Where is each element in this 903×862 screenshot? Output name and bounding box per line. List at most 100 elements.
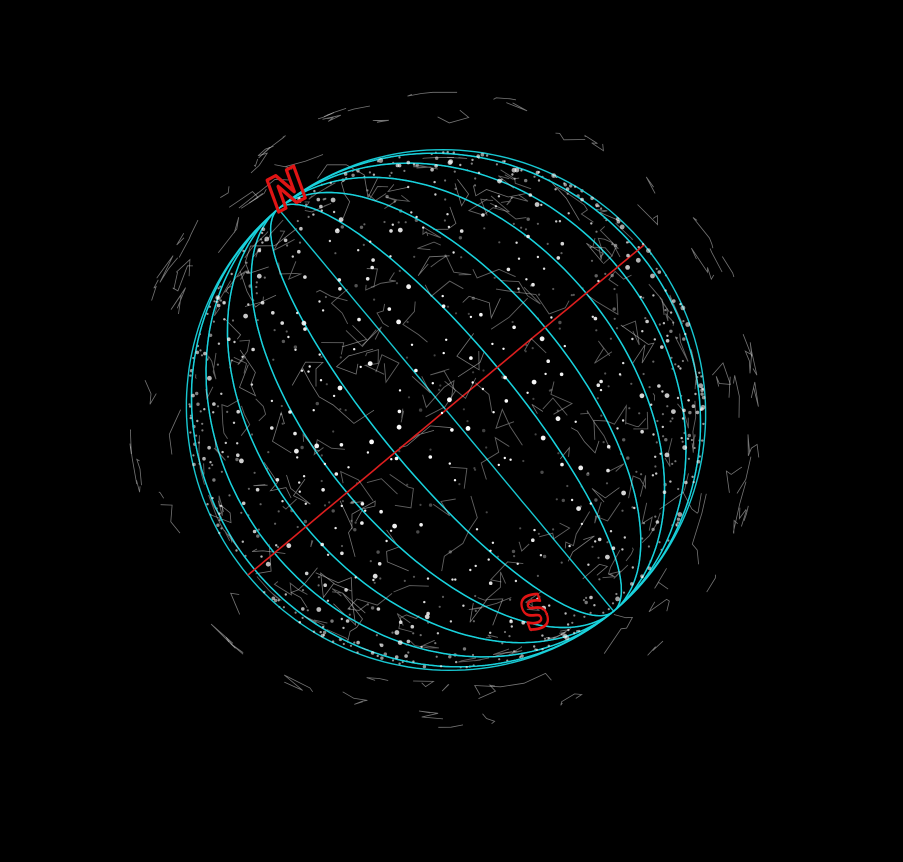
star-dot [471, 653, 475, 657]
constellation-line [438, 724, 464, 728]
constellation-line [224, 264, 246, 293]
star-dot [640, 429, 644, 434]
star-dot [323, 583, 328, 587]
constellation-lines-near [195, 156, 698, 663]
star-dot [487, 558, 490, 561]
star-dot [510, 196, 513, 199]
star-dot [594, 540, 597, 543]
star-dot [301, 616, 304, 620]
star-dot [680, 436, 683, 440]
star-dot [211, 496, 214, 500]
star-dot [331, 509, 335, 513]
star-dot [280, 321, 285, 325]
star-dot [192, 454, 195, 457]
star-dot [275, 544, 278, 547]
constellation-line [263, 462, 292, 499]
star-dot [270, 426, 274, 430]
constellation-line [144, 379, 157, 405]
constellation-line [692, 217, 714, 249]
star-dot [574, 420, 577, 423]
constellation-line [456, 333, 480, 371]
star-dot [353, 528, 357, 532]
star-dot [357, 317, 361, 322]
star-dot [671, 409, 676, 414]
constellation-line [283, 674, 314, 693]
star-dot [302, 475, 306, 478]
star-dot [567, 628, 570, 632]
star-dot [651, 527, 655, 532]
star-dot [504, 399, 509, 403]
star-dot [492, 411, 495, 414]
constellation-line [500, 169, 532, 190]
star-dot [459, 163, 462, 167]
star-dot [260, 300, 265, 305]
star-dot [376, 550, 380, 554]
star-dot [305, 203, 308, 206]
star-dot [669, 480, 672, 483]
star-dot [642, 372, 645, 376]
star-dot [645, 319, 649, 324]
star-dot [312, 630, 316, 633]
constellation-line [659, 491, 702, 514]
constellation-line [218, 495, 225, 513]
constellation-line [213, 439, 226, 461]
star-dot [208, 305, 211, 308]
star-dot [540, 470, 544, 474]
star-dot [286, 543, 292, 549]
star-dot [536, 597, 540, 602]
constellation-line [274, 154, 324, 170]
star-dot [613, 243, 618, 248]
star-dot [426, 611, 430, 616]
star-dot [589, 502, 592, 505]
star-dot [391, 631, 394, 634]
star-dot [537, 179, 541, 182]
star-dot [533, 175, 536, 178]
star-dot [344, 588, 348, 592]
star-dot [604, 272, 607, 275]
star-dot [610, 273, 614, 278]
star-dot [446, 305, 450, 308]
star-dot [419, 523, 423, 527]
star-dot [376, 654, 379, 658]
star-dot [474, 177, 477, 180]
star-dot [316, 607, 322, 612]
star-dot [648, 386, 651, 389]
constellation-line [339, 500, 356, 557]
star-dot [339, 443, 344, 447]
star-dot [277, 599, 280, 602]
star-dot [414, 368, 418, 373]
star-dot [319, 204, 323, 209]
star-dot [324, 197, 327, 200]
constellation-line [278, 261, 303, 281]
star-dot [447, 160, 453, 166]
star-dot [219, 504, 223, 508]
star-dot [497, 195, 501, 198]
star-dot [543, 637, 547, 640]
constellation-line [620, 324, 655, 364]
constellation-line [224, 318, 242, 340]
star-dot [385, 539, 388, 543]
star-dot [526, 234, 530, 239]
star-dot [687, 399, 690, 402]
star-dot [373, 298, 376, 301]
star-dot [548, 389, 552, 392]
star-dot [218, 512, 221, 515]
star-dot [563, 344, 566, 348]
star-dot [403, 579, 406, 583]
star-dot [351, 173, 355, 177]
star-dot [542, 554, 547, 559]
constellation-line [203, 463, 205, 475]
star-dot [625, 265, 630, 270]
star-dot [684, 480, 688, 485]
star-dot [398, 156, 401, 159]
star-dot [674, 460, 677, 463]
star-dot [584, 600, 588, 605]
star-dot [410, 343, 414, 346]
star-dot [257, 528, 260, 531]
star-dot [364, 509, 367, 512]
star-dot [320, 479, 323, 483]
star-dot [328, 239, 332, 243]
constellation-line [490, 297, 529, 330]
star-dot [336, 228, 339, 231]
